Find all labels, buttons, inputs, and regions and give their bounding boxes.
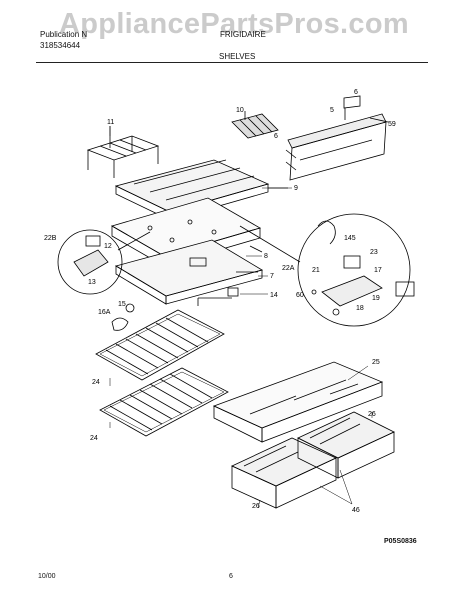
shelf-frame-part	[110, 197, 263, 267]
bracket-part	[111, 303, 135, 331]
brand-name: FRIGIDAIRE	[220, 30, 266, 39]
callout-22b: 22B	[44, 235, 57, 242]
callout-16a: 16A	[98, 309, 111, 316]
callout-5: 5	[330, 107, 334, 114]
wire-shelf-lower	[99, 367, 229, 437]
callout-19: 19	[372, 295, 380, 302]
publication-number: 318534644	[40, 41, 81, 50]
detail-22a	[239, 213, 411, 327]
callout-13: 13	[88, 279, 96, 286]
callout-60: 60	[296, 292, 304, 299]
footer-page-number: 6	[229, 573, 233, 580]
callout-59: 59	[388, 121, 396, 128]
callout-25: 25	[372, 359, 380, 366]
callout-17: 17	[374, 267, 382, 274]
callout-15: 15	[118, 301, 126, 308]
callout-14: 14	[270, 292, 278, 299]
callout-18: 18	[356, 305, 364, 312]
callout-24-lower: 24	[90, 435, 98, 442]
crisper-drawer-right	[297, 411, 395, 479]
detail-22b	[57, 229, 151, 295]
callout-46: 46	[352, 507, 360, 514]
callout-24-upper: 24	[92, 379, 100, 386]
crisper-drawer-left	[231, 437, 337, 509]
drawing-code: P05S0836	[384, 538, 417, 545]
header-rule	[36, 62, 428, 63]
section-title: SHELVES	[219, 52, 256, 61]
small-rack-part	[231, 111, 279, 139]
callout-10: 10	[236, 107, 244, 114]
crisper-cover-part	[212, 361, 384, 443]
callout-6-top: 6	[354, 89, 358, 96]
publication-label: Publication N	[40, 30, 88, 39]
callout-8: 8	[264, 253, 268, 260]
watermark-logo: AppliancePartsPros.com	[59, 8, 409, 40]
callout-9: 9	[294, 185, 298, 192]
footer-date: 10/00	[38, 573, 56, 580]
callout-26-left: 26	[252, 503, 260, 510]
callout-11: 11	[107, 119, 114, 126]
switch-part	[395, 281, 415, 297]
rail-strip-part	[285, 95, 389, 181]
callout-labels: 11 10 6 5 6 59 9 22B 12 13 8 7 14 145 22…	[44, 89, 396, 514]
leader-lines	[109, 126, 373, 509]
callout-22a: 22A	[282, 265, 295, 272]
clip-part	[227, 287, 239, 297]
callout-12: 12	[104, 243, 112, 250]
callout-26-right: 26	[368, 411, 376, 418]
callout-7: 7	[270, 273, 274, 280]
wire-shelf-upper	[95, 309, 225, 381]
callout-21: 21	[312, 267, 320, 274]
callout-23: 23	[370, 249, 378, 256]
callout-145: 145	[344, 235, 356, 242]
lower-shelf-frame-part	[114, 239, 264, 306]
wire-rack-part	[86, 126, 160, 178]
callout-6-side: 6	[274, 133, 278, 140]
